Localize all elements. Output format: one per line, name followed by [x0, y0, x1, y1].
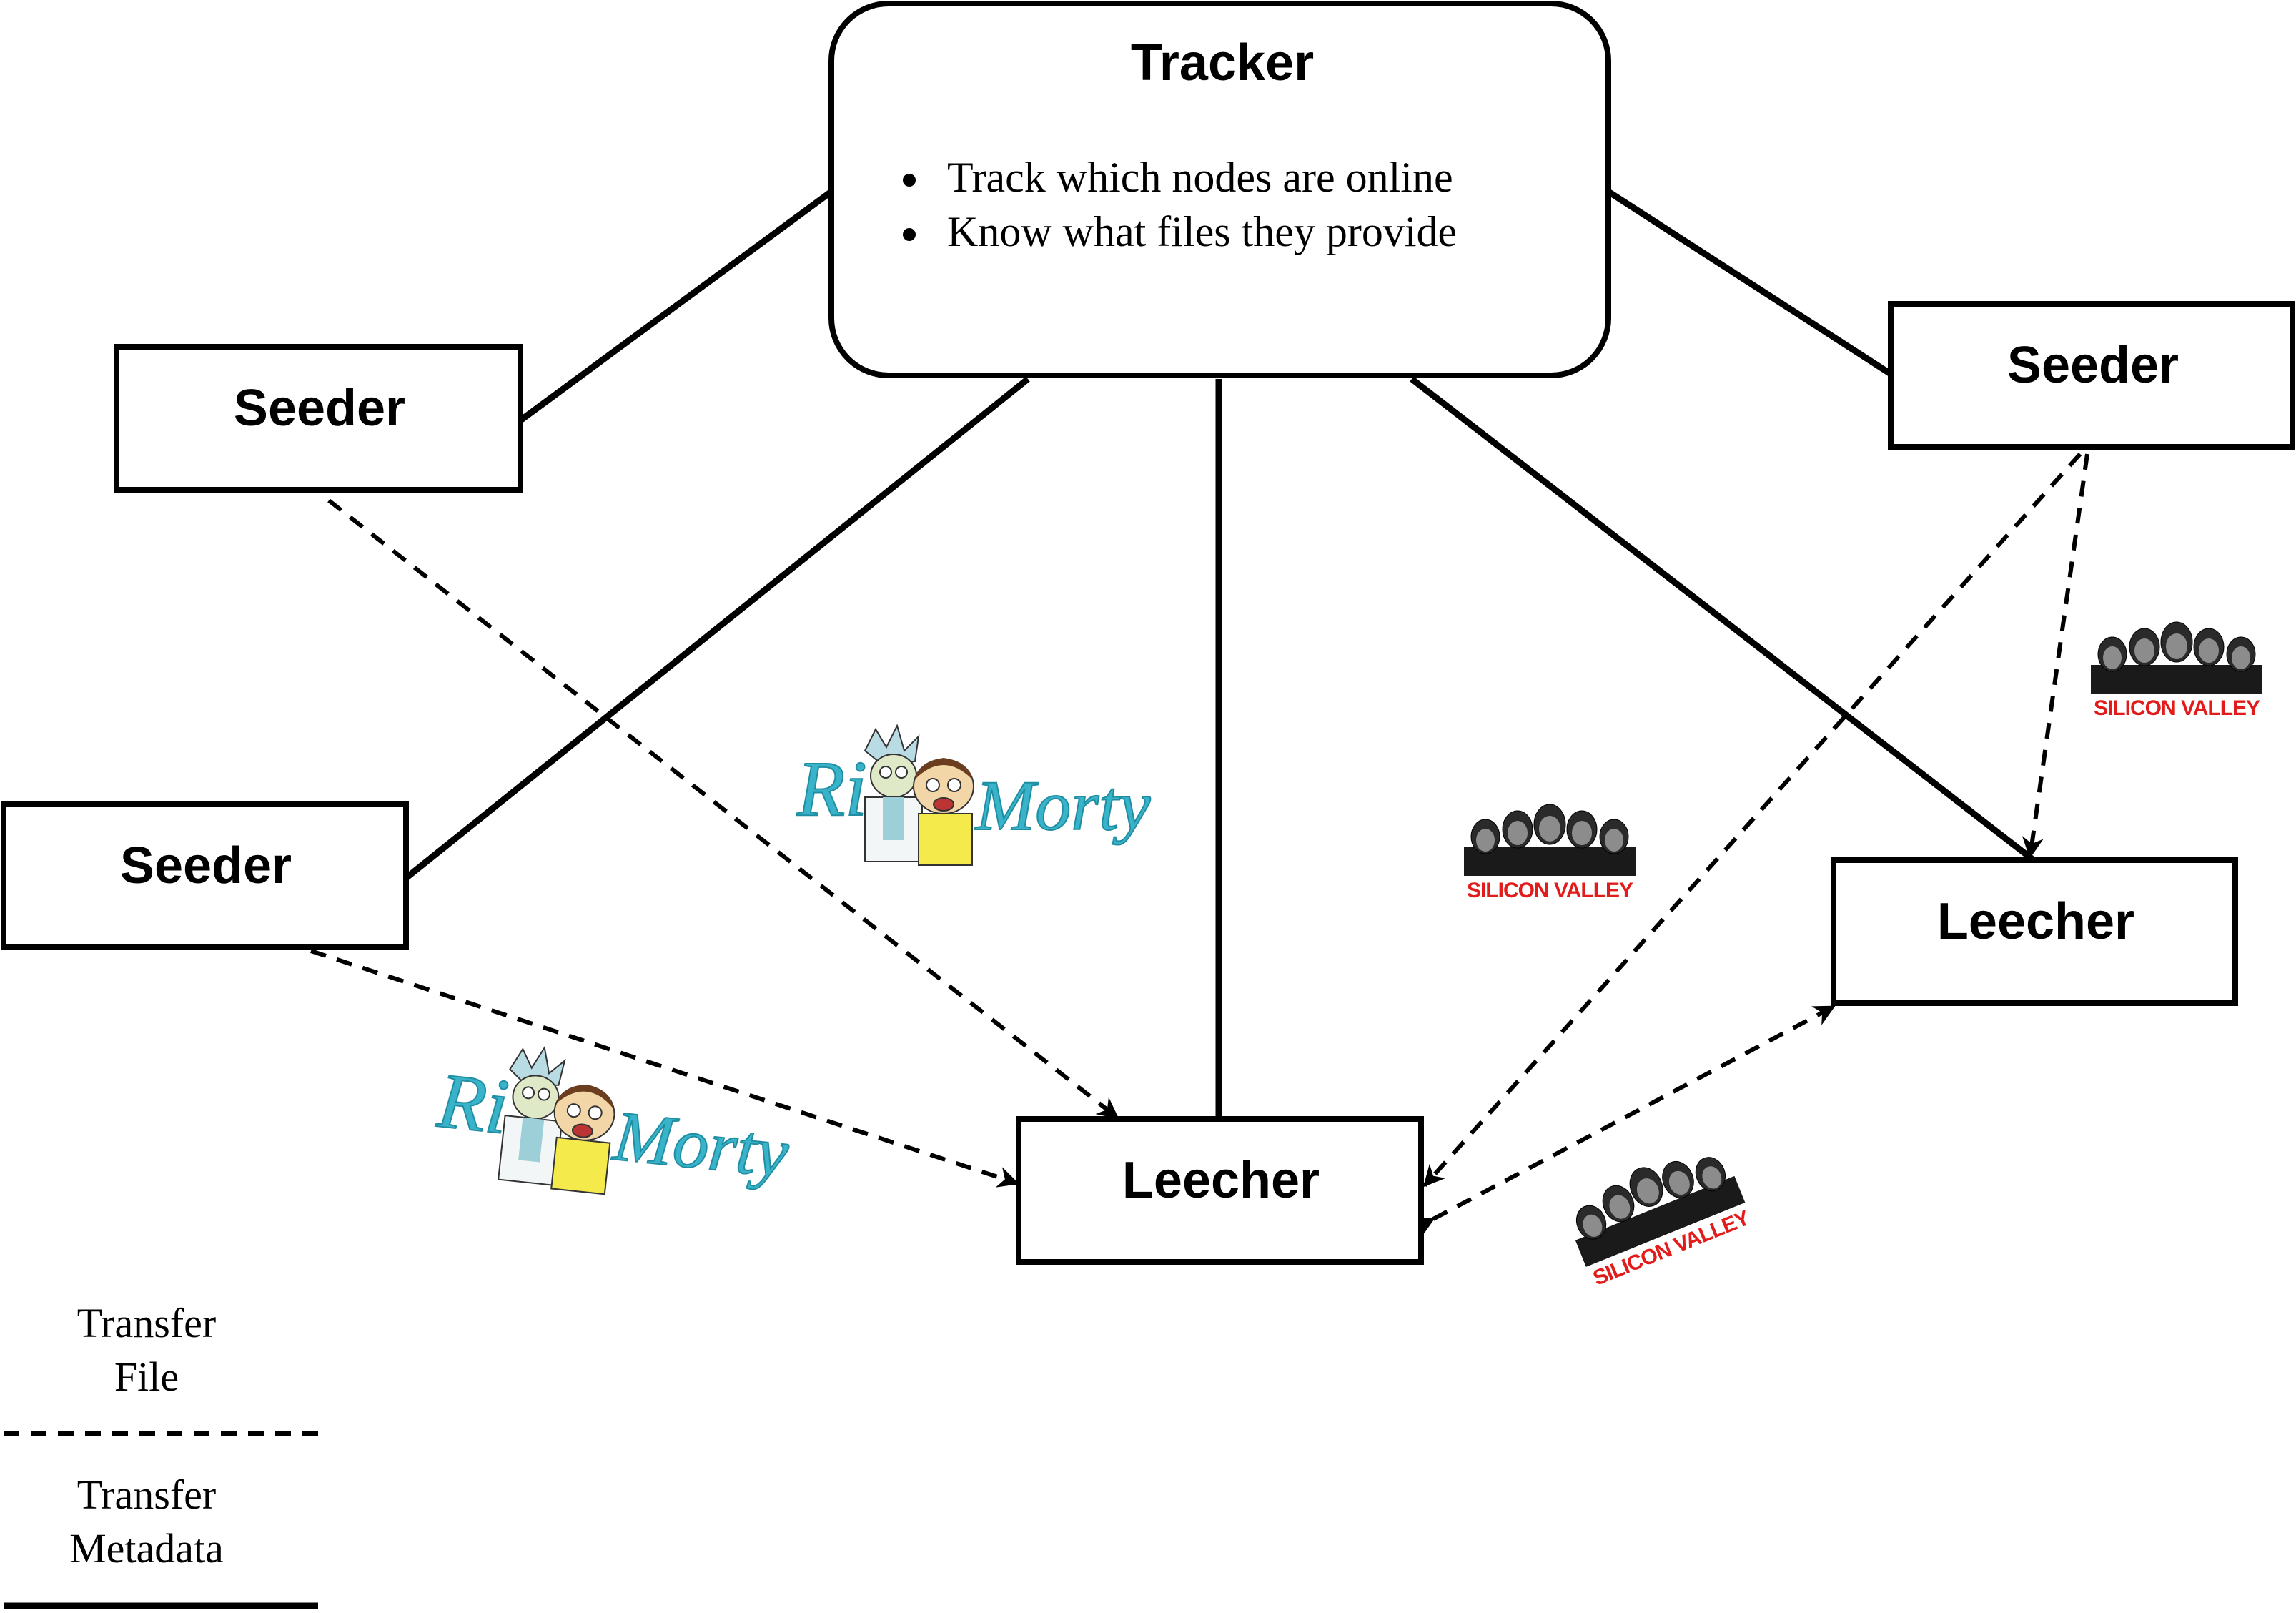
leecher-label: Leecher [1122, 1152, 1320, 1209]
seeder-label: Seeder [120, 837, 292, 894]
legend-file-line1: Transfer [77, 1300, 216, 1346]
bullet-icon [903, 228, 916, 241]
rick-and-morty-image [796, 725, 1152, 866]
file-transfer-links [310, 452, 2089, 1238]
tracker-bullet-2: Know what files they provide [947, 208, 1457, 255]
transfer-seeder-right-to-leecher-right [2022, 453, 2089, 859]
transfer-seeder-top-left-to-leecher-center [327, 498, 1119, 1120]
leecher-node-right: Leecher [1831, 857, 2238, 1006]
legend-meta-line2: Metadata [69, 1525, 224, 1572]
metadata-links [404, 189, 2036, 1119]
leecher-label: Leecher [1937, 893, 2134, 950]
legend: Transfer File Transfer Metadata [4, 1300, 318, 1609]
transfer-seeder-mid-left-to-leecher-center [310, 949, 1019, 1188]
rick-and-morty-image [429, 1036, 798, 1214]
link-tracker-seeder-mid-left [404, 376, 1030, 881]
legend-meta-line1: Transfer [77, 1471, 216, 1518]
tracker-bullet-1: Track which nodes are online [947, 154, 1453, 201]
seeder-label: Seeder [234, 380, 405, 437]
seeder-node-top-left: Seeder [114, 344, 523, 493]
seeder-node-mid-left: Seeder [1, 801, 409, 950]
leecher-node-center: Leecher [1016, 1116, 1424, 1265]
seeder-node-right: Seeder [1888, 301, 2295, 450]
link-tracker-seeder-top-left [518, 189, 833, 423]
link-tracker-seeder-right [1606, 189, 1893, 377]
tracker-node: Tracker Track which nodes are online Kno… [828, 1, 1611, 378]
bullet-icon [903, 174, 916, 187]
legend-file-line2: File [114, 1353, 179, 1400]
silicon-valley-image [2090, 614, 2263, 721]
link-tracker-leecher-right [1410, 376, 2036, 863]
silicon-valley-image [1463, 796, 1636, 903]
tracker-title: Tracker [1131, 34, 1314, 92]
seeder-label: Seeder [2007, 337, 2179, 394]
transfer-leecher-center-leecher-right [1411, 1005, 1836, 1238]
silicon-valley-image [1556, 1129, 1756, 1292]
